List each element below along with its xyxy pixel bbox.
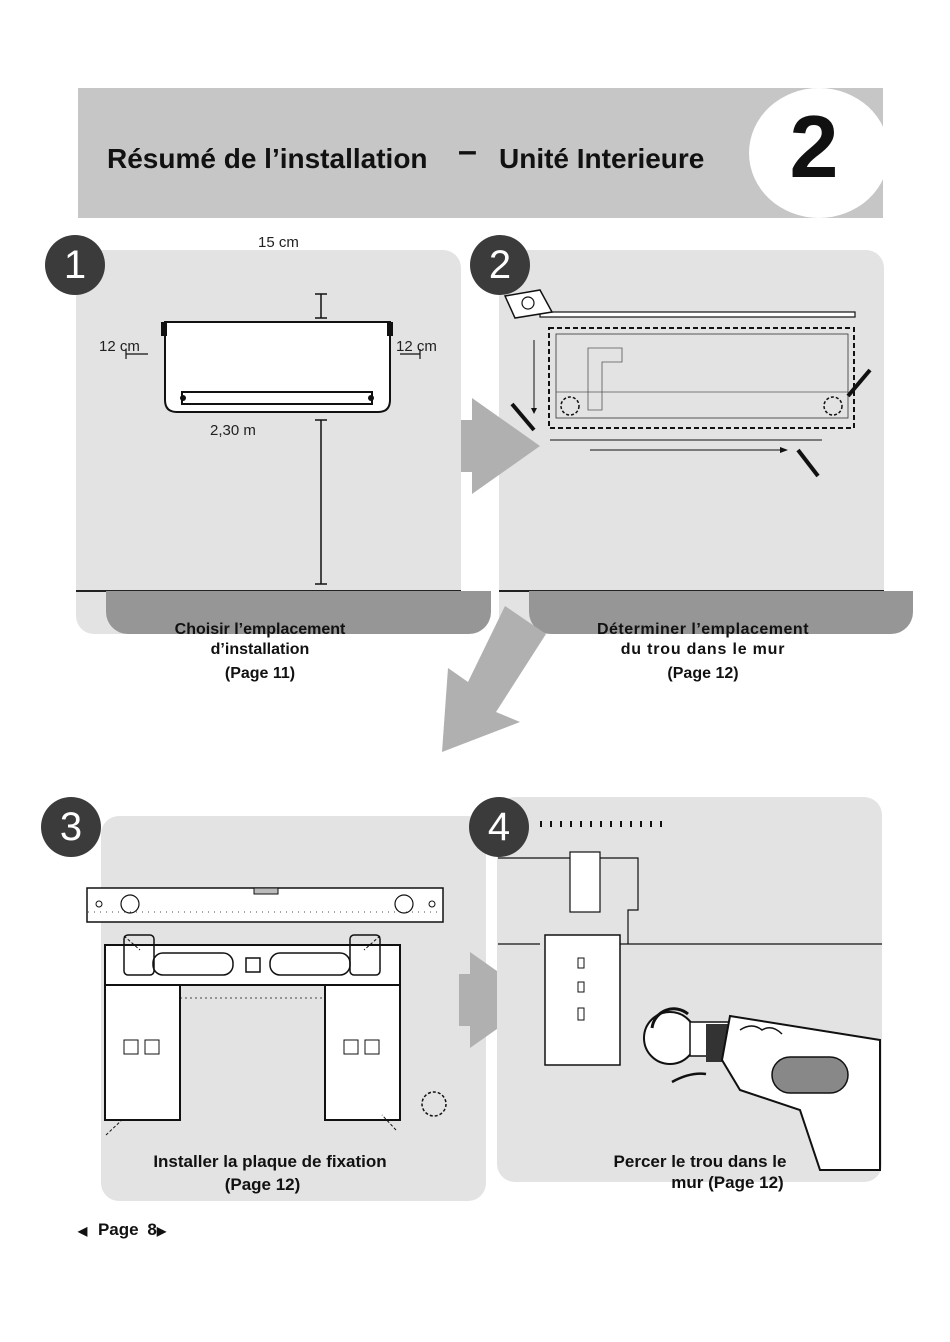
- step3-number-badge: 3: [41, 797, 101, 857]
- step1-caption-line1: Choisir l’emplacement: [174, 621, 346, 638]
- step2-number-badge: 2: [470, 235, 530, 295]
- step2-caption-bar: [529, 591, 913, 634]
- header-banner: [78, 88, 883, 218]
- chapter-badge: [749, 88, 889, 218]
- step2-page-ref: (Page 12): [667, 665, 739, 682]
- prev-page-icon[interactable]: ◀: [78, 1224, 88, 1238]
- dim-right-clearance: 12 cm: [396, 338, 437, 355]
- dim-top-clearance: 15 cm: [258, 234, 299, 251]
- page-number: 8: [147, 1220, 157, 1239]
- step2-caption-line1: Déterminer l’emplacement: [596, 621, 810, 638]
- page-footer: ◀ Page 8▶: [78, 1220, 166, 1240]
- next-page-icon[interactable]: ▶: [156, 1224, 167, 1238]
- step4-number-badge: 4: [469, 797, 529, 857]
- step1-caption-bar: [106, 591, 491, 634]
- step3-caption: Installer la plaque de fixation: [153, 1152, 387, 1171]
- step1-caption-line2: d’installation: [210, 641, 310, 658]
- page-subtitle: Unité Interieure: [499, 143, 705, 174]
- chapter-number: 2: [789, 97, 839, 196]
- step2-caption-line2: du trou dans le mur: [620, 641, 786, 658]
- step3-page-ref: (Page 12): [224, 1175, 301, 1194]
- page-label: Page: [97, 1220, 139, 1239]
- step4-caption-line2: mur (Page 12): [671, 1173, 784, 1192]
- page-title: Résumé de l’installation: [107, 143, 428, 174]
- step4-caption-line1: Percer le trou dans le: [613, 1152, 787, 1171]
- step1-page-ref: (Page 11): [224, 665, 296, 682]
- step1-number-badge: 1: [45, 235, 105, 295]
- dim-left-clearance: 12 cm: [99, 338, 140, 355]
- step1-panel: [76, 250, 461, 634]
- title-dash: –: [458, 132, 477, 170]
- dim-floor-clearance: 2,30 m: [210, 422, 256, 439]
